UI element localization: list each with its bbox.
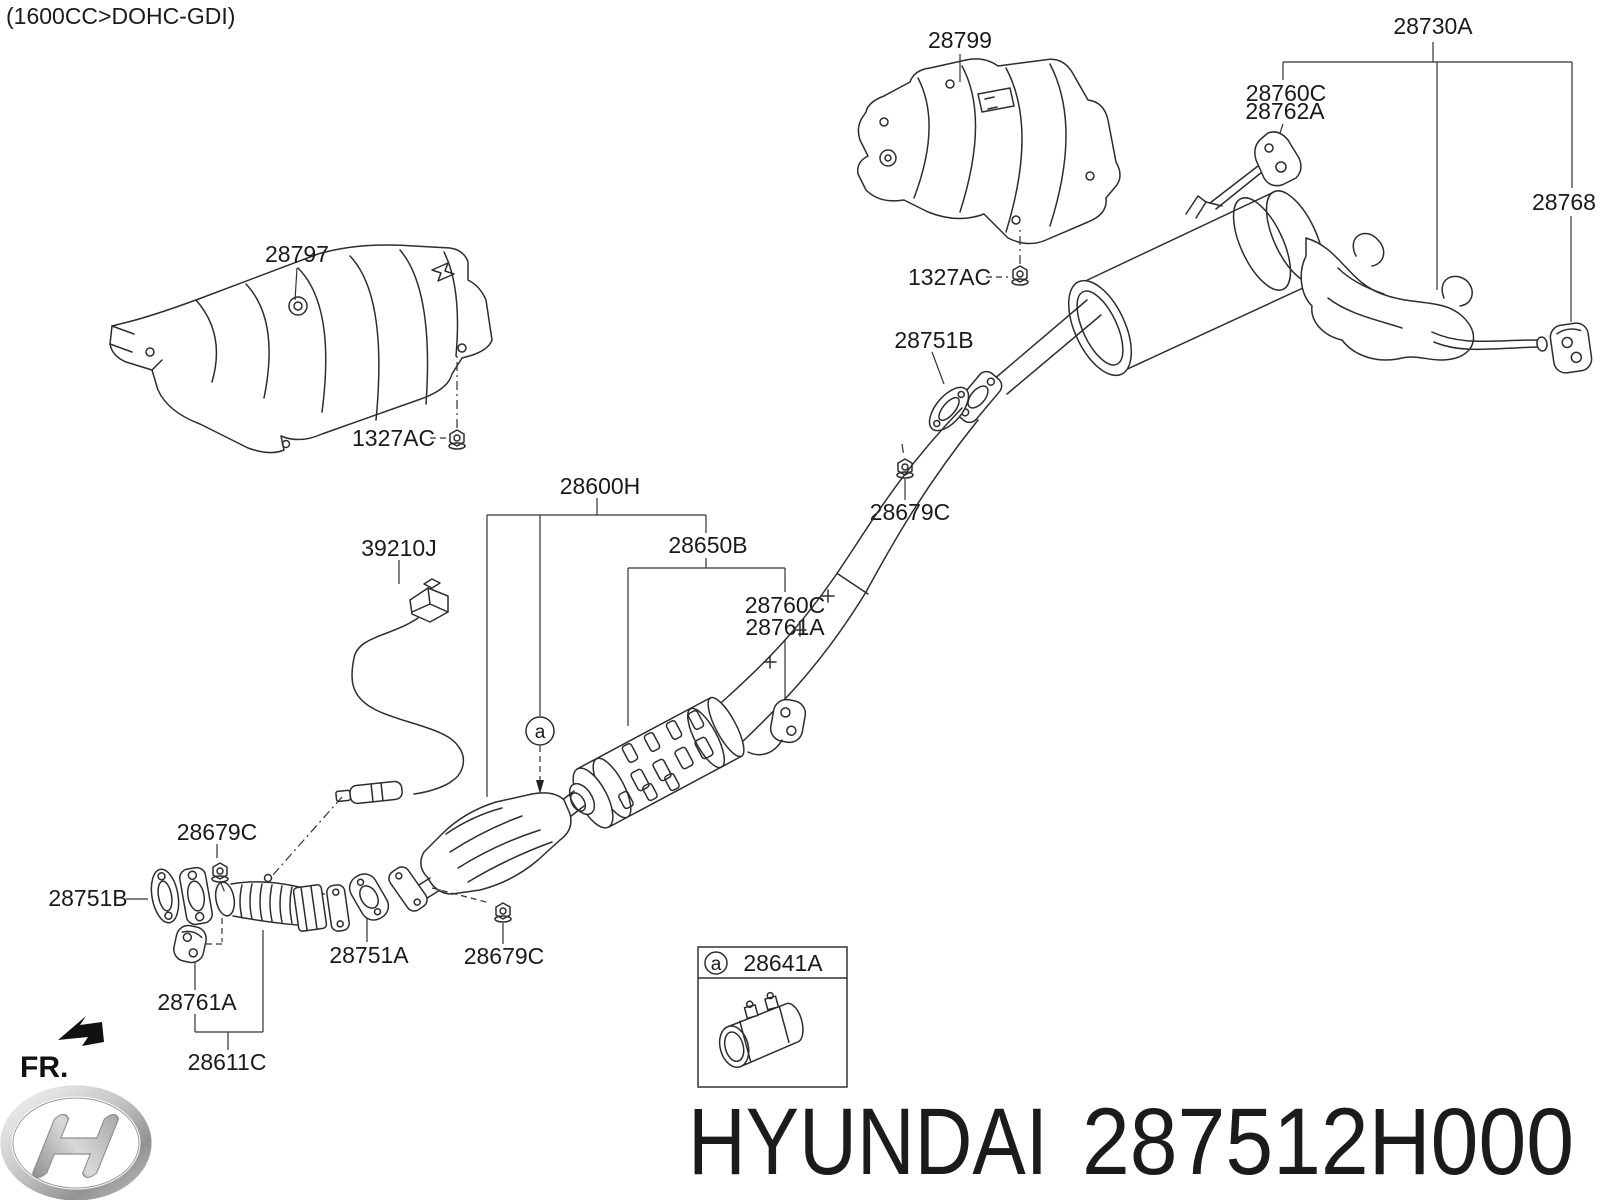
gasket-icon <box>150 868 180 924</box>
heat-shield-rear-floor-drawing <box>856 58 1121 245</box>
center-muffler-drawing <box>541 407 979 832</box>
footer-brand: HYUNDAI <box>688 1089 1048 1195</box>
hanger-rubber-icon <box>769 698 807 744</box>
part-label-28679c: 28679C <box>464 943 545 969</box>
part-label-28760c: 28760C <box>1246 80 1327 106</box>
part-label-1327ac: 1327AC <box>908 264 991 290</box>
leader-dashed <box>206 918 224 945</box>
heat-shield-center-floor-drawing <box>109 244 493 454</box>
front-pipe-drawing <box>214 873 350 932</box>
hyundai-logo-icon <box>0 1085 152 1200</box>
arrow-down-icon <box>536 780 544 794</box>
hanger-rubber-icon <box>1549 322 1593 374</box>
part-label-28679c: 28679C <box>177 819 258 845</box>
part-label-28650b: 28650B <box>668 532 747 558</box>
nut-icon <box>494 902 512 923</box>
nut-icon <box>1011 265 1029 286</box>
catalytic-converter-drawing <box>388 792 572 912</box>
footer-part-number: 287512H000 <box>1082 1089 1574 1195</box>
part-label-28751a: 28751A <box>329 942 409 968</box>
part-label-28611c: 28611C <box>188 1049 267 1075</box>
centerline-28679c <box>901 443 905 458</box>
part-label-1327ac: 1327AC <box>352 425 435 451</box>
legend-marker-a: a <box>711 954 722 975</box>
hanger-rubber-icon <box>173 924 207 964</box>
nut-icon <box>448 429 466 450</box>
nut-icon <box>896 458 914 479</box>
leader-28751b <box>931 351 945 385</box>
gasket-icon <box>348 873 390 921</box>
part-label-28761a: 28761A <box>745 614 825 640</box>
centerline-28679c <box>220 882 226 894</box>
bracket-28611c <box>194 930 264 1050</box>
part-label-28760c: 28760C <box>745 592 826 618</box>
section-marker-circle <box>525 716 555 746</box>
legend-box: a 28641A <box>697 946 848 1088</box>
part-label-28730a: 28730A <box>1393 13 1473 39</box>
oxygen-sensor-drawing <box>271 578 465 877</box>
part-label-28679c: 28679C <box>870 499 951 525</box>
front-direction-arrow-icon <box>58 1016 104 1046</box>
part-label-28768: 28768 <box>1532 189 1596 215</box>
engine-note: (1600CC>DOHC-GDI) <box>6 3 235 29</box>
nut-icon <box>211 862 229 883</box>
part-label-39210j: 39210J <box>361 535 436 561</box>
part-label-28641a: 28641A <box>743 950 823 976</box>
part-label-28762a: 28762A <box>1245 98 1325 124</box>
leader-28797 <box>294 267 298 301</box>
clamp-icon <box>718 991 804 1069</box>
part-label-28761a: 28761A <box>157 989 237 1015</box>
part-label-28797: 28797 <box>265 241 329 267</box>
pipe-flange-icon <box>179 866 213 926</box>
bracket-28730a <box>1282 42 1573 290</box>
rear-muffler-drawing <box>953 131 1548 424</box>
part-label-28799: 28799 <box>928 27 992 53</box>
section-marker-a: a <box>535 722 546 743</box>
bracket-28600h <box>486 498 707 797</box>
legend-marker-circle <box>704 951 728 975</box>
part-label-28751b: 28751B <box>48 885 127 911</box>
part-label-28751b: 28751B <box>894 327 973 353</box>
bracket-28650b <box>627 558 786 726</box>
gasket-icon <box>928 386 970 432</box>
front-direction-label: FR. <box>20 1051 68 1084</box>
part-label-28600h: 28600H <box>560 473 641 499</box>
hanger-rod <box>747 739 783 756</box>
